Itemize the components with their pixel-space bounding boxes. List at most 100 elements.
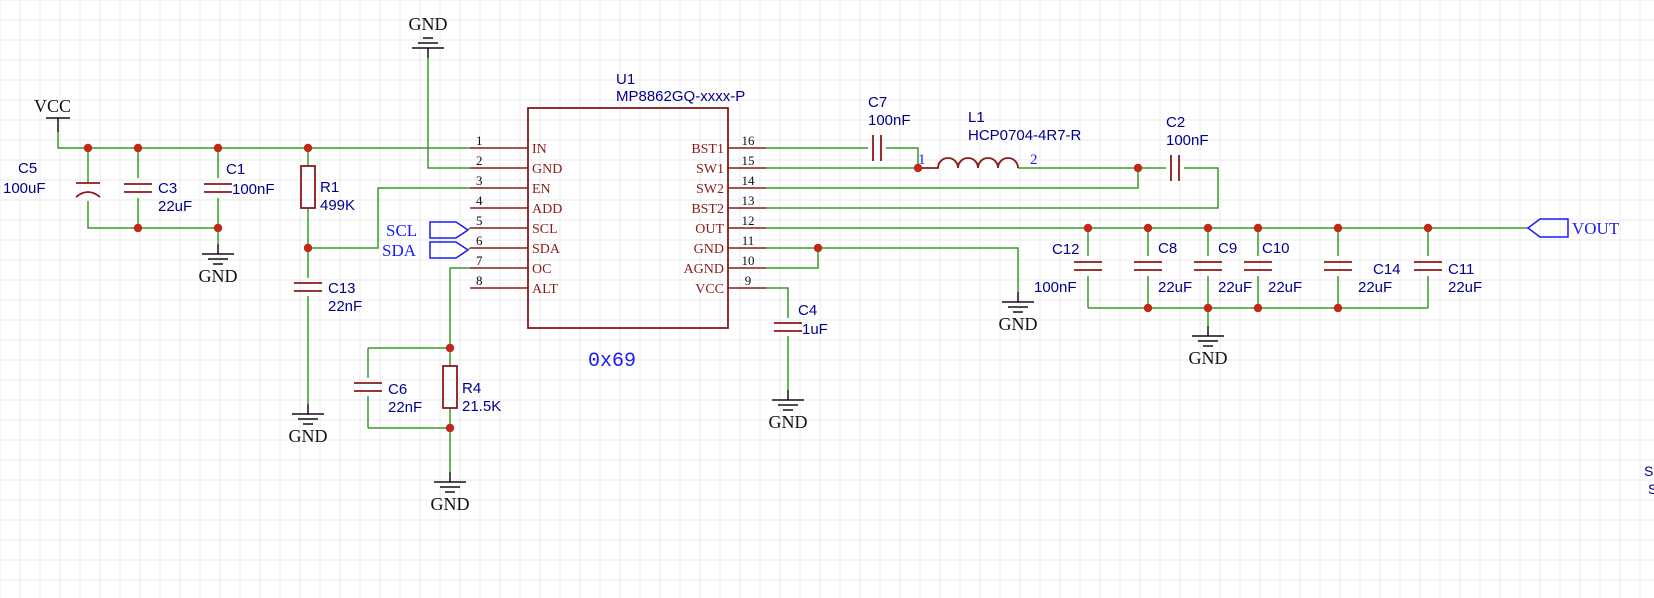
resistor-r4[interactable]: R4 21.5K: [442, 365, 501, 415]
pin-name: ALT: [532, 282, 558, 297]
capacitor-c10[interactable]: C10 22uF: [1244, 240, 1302, 296]
c1-value: 100nF: [232, 181, 275, 198]
scl-port-label: SCL: [386, 221, 417, 240]
pin-name: VCC: [695, 282, 724, 297]
edge-text-1: S: [1644, 463, 1653, 479]
c12-ref: C12: [1052, 241, 1080, 258]
edge-text-2: S: [1648, 481, 1654, 497]
r1-value: 499K: [320, 197, 355, 214]
r4-value: 21.5K: [462, 398, 501, 415]
gnd-symbol-input[interactable]: GND: [199, 244, 238, 286]
gnd-symbol-agnd[interactable]: GND: [999, 292, 1038, 334]
ic-pin-in[interactable]: 1IN: [470, 133, 547, 157]
capacitor-c14[interactable]: C14 22uF: [1324, 261, 1401, 296]
gnd-label: GND: [289, 426, 328, 446]
vout-port[interactable]: VOUT: [1526, 218, 1620, 238]
pin-number: 7: [476, 253, 483, 268]
i2c-address: 0x69: [588, 350, 636, 373]
capacitor-c7[interactable]: C7 100nF: [868, 94, 911, 161]
l1-pin2-label: 2: [1030, 152, 1038, 168]
capacitor-c1[interactable]: C1 100nF: [204, 161, 275, 198]
gnd-symbol-top[interactable]: GND: [409, 14, 448, 58]
capacitor-c13[interactable]: C13 22nF: [294, 280, 362, 315]
pin-name: OUT: [695, 222, 724, 237]
vcc-symbol[interactable]: VCC: [34, 96, 71, 132]
capacitor-c9[interactable]: C9 22uF: [1194, 240, 1252, 296]
junction-dots: [83, 143, 1433, 433]
pin-number: 5: [476, 213, 483, 228]
ground-symbols: GND GND GND GND GND GND GND: [199, 14, 1228, 514]
ic-part-number: MP8862GQ-xxxx-P: [616, 88, 745, 105]
pin-number: 12: [742, 213, 755, 228]
l1-ref: L1: [968, 109, 985, 126]
c10-value: 22uF: [1268, 279, 1302, 296]
pin-number: 14: [742, 173, 756, 188]
inductor-l1[interactable]: L1 HCP0704-4R7-R 1 2: [918, 109, 1082, 169]
gnd-label: GND: [1189, 348, 1228, 368]
resistor-r1[interactable]: R1 499K: [300, 165, 355, 214]
pin-number: 6: [476, 233, 483, 248]
gnd-symbol-c13[interactable]: GND: [289, 404, 328, 446]
capacitor-c6[interactable]: C6 22nF: [354, 381, 422, 416]
capacitor-c4[interactable]: C4 1uF: [774, 302, 828, 338]
gnd-label: GND: [769, 412, 808, 432]
vcc-label: VCC: [34, 96, 71, 116]
c1-ref: C1: [226, 161, 245, 178]
capacitor-c12[interactable]: C12 100nF: [1034, 241, 1102, 296]
c7-ref: C7: [868, 94, 887, 111]
capacitor-c11[interactable]: C11 22uF: [1414, 261, 1482, 296]
pin-name: SW1: [696, 162, 724, 177]
capacitor-c8[interactable]: C8 22uF: [1134, 240, 1192, 296]
c8-ref: C8: [1158, 240, 1177, 257]
pin-name: SW2: [696, 182, 724, 197]
ic-pin-oc[interactable]: 7OC: [470, 253, 551, 277]
pin-name: AGND: [684, 262, 724, 277]
pin-name: EN: [532, 182, 551, 197]
c13-value: 22nF: [328, 298, 362, 315]
c7-value: 100nF: [868, 112, 911, 129]
capacitor-c2[interactable]: C2 100nF: [1166, 114, 1209, 181]
ic-right-pins: 16BST115SW114SW213BST212OUT11GND10AGND9V…: [684, 133, 766, 297]
ic-body: [527, 107, 729, 329]
c9-value: 22uF: [1218, 279, 1252, 296]
pin-number: 13: [742, 193, 755, 208]
c6-ref: C6: [388, 381, 407, 398]
gnd-symbol-output[interactable]: GND: [1189, 326, 1228, 368]
capacitor-c3[interactable]: C3 22uF: [124, 180, 192, 215]
pin-name: SCL: [532, 222, 558, 237]
ic-u1[interactable]: U1 MP8862GQ-xxxx-P 0x69 1IN2GND3EN4ADD5S…: [470, 71, 766, 373]
gnd-symbol-c4[interactable]: GND: [769, 390, 808, 432]
c10-ref: C10: [1262, 240, 1290, 257]
r4-ref: R4: [462, 380, 481, 397]
c11-value: 22uF: [1448, 279, 1482, 296]
sda-port-label: SDA: [382, 241, 417, 260]
ic-pin-en[interactable]: 3EN: [470, 173, 551, 197]
capacitor-c5[interactable]: C5 100uF: [3, 160, 101, 198]
sda-port[interactable]: SDA: [382, 241, 471, 260]
c11-ref: C11: [1448, 261, 1474, 278]
c13-ref: C13: [328, 280, 356, 297]
c5-ref: C5: [18, 160, 37, 177]
scl-port[interactable]: SCL: [386, 221, 471, 240]
pin-name: GND: [532, 162, 562, 177]
pin-name: ADD: [532, 202, 562, 217]
c2-value: 100nF: [1166, 132, 1209, 149]
pin-number: 10: [742, 253, 755, 268]
gnd-symbol-oc[interactable]: GND: [431, 472, 470, 514]
c12-value: 100nF: [1034, 279, 1077, 296]
